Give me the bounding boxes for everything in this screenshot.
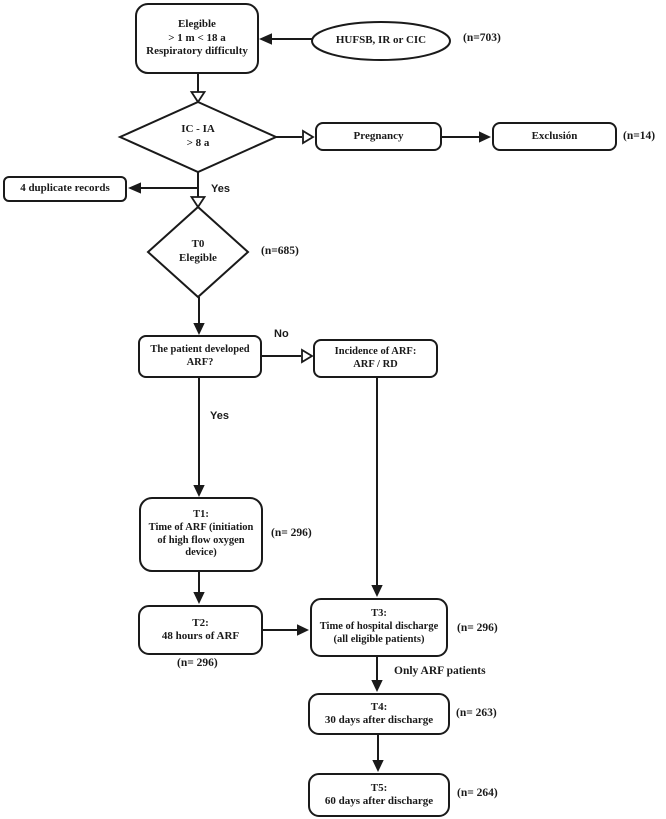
edge-label-yes-1: Yes: [211, 183, 230, 195]
count-n14: (n=14): [623, 130, 656, 142]
count-t5: (n= 264): [457, 787, 498, 799]
open-arrowhead: [302, 129, 315, 145]
node-t2: T2: 48 hours of ARF: [138, 605, 263, 655]
arrowhead: [128, 182, 141, 194]
edge-label-only-arf-patients: Only ARF patients: [394, 665, 486, 677]
node-t5: T5: 60 days after discharge: [308, 773, 450, 817]
source-oval-label: HUFSB, IR or CIC: [335, 34, 427, 47]
t0-diamond-label: T0 Elegible: [179, 238, 217, 264]
arrowhead: [193, 323, 205, 335]
open-arrowhead: [301, 348, 314, 364]
node-eligible: Elegible > 1 m < 18 a Respiratory diffic…: [135, 3, 259, 74]
arrowhead: [371, 680, 383, 692]
node-exclusion: Exclusión: [492, 122, 617, 151]
node-incidence-of-arf: Incidence of ARF: ARF / RD: [313, 339, 438, 378]
node-t3: T3: Time of hospital discharge (all elig…: [310, 598, 448, 657]
count-t1: (n= 296): [271, 527, 312, 539]
arrowhead: [372, 760, 384, 772]
arrowhead: [193, 592, 205, 604]
arrowhead: [297, 624, 309, 636]
screen-diamond-label: IC - IA > 8 a: [181, 123, 215, 149]
node-arf-question: The patient developed ARF?: [138, 335, 262, 378]
count-t3: (n= 296): [457, 622, 498, 634]
source-oval-shape: [311, 21, 451, 61]
count-n685: (n=685): [261, 245, 299, 257]
open-arrowhead: [189, 196, 207, 209]
arrowhead: [371, 585, 383, 597]
arrowhead: [479, 131, 491, 143]
arrowhead: [259, 33, 272, 45]
count-t4: (n= 263): [456, 707, 497, 719]
open-arrowhead: [189, 91, 207, 104]
node-duplicate-records: 4 duplicate records: [3, 176, 127, 202]
edge-label-yes-2: Yes: [210, 410, 229, 422]
count-n703: (n=703): [463, 32, 501, 44]
arrowhead: [193, 485, 205, 497]
node-t4: T4: 30 days after discharge: [308, 693, 450, 735]
edge-label-no: No: [274, 328, 289, 340]
node-pregnancy: Pregnancy: [315, 122, 442, 151]
count-t2: (n= 296): [177, 657, 218, 669]
node-t1: T1: Time of ARF (initiation of high flow…: [139, 497, 263, 572]
